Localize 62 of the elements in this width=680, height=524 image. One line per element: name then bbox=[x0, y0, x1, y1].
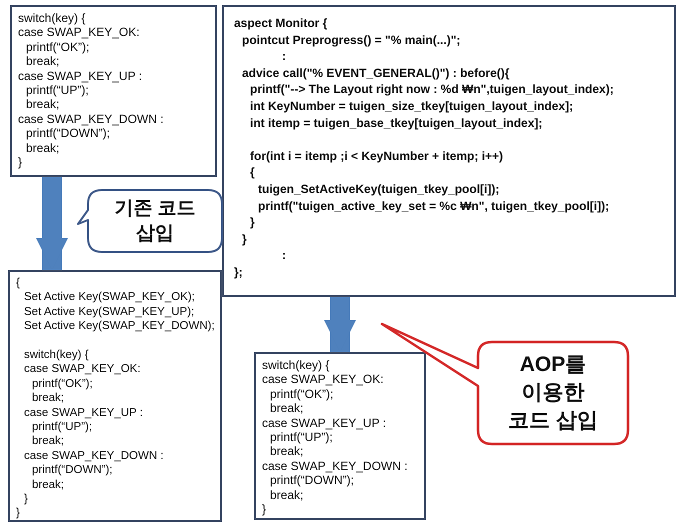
code-line: break; bbox=[270, 444, 304, 459]
code-line: } bbox=[24, 492, 28, 506]
code-line: int itemp = tuigen_base_tkey[tuigen_layout_index]; bbox=[250, 114, 542, 132]
bubble-text: 기존 코드 삽입 bbox=[113, 196, 197, 246]
code-line: switch(key) { bbox=[18, 11, 86, 26]
code-line: Set Active Key(SWAP_KEY_DOWN); bbox=[24, 319, 215, 334]
code-line: case SWAP_KEY_DOWN : bbox=[24, 448, 164, 464]
code-box bbox=[8, 270, 222, 522]
code-line: case SWAP_KEY_OK: bbox=[262, 372, 384, 387]
code-line: break; bbox=[32, 434, 64, 449]
code-line: printf(“UP”); bbox=[26, 83, 89, 98]
code-line: case SWAP_KEY_UP : bbox=[262, 416, 386, 430]
code-line: advice call("% EVENT_GENERAL()") : before(){ bbox=[242, 64, 510, 82]
speech-bubble bbox=[74, 188, 224, 254]
code-line: } bbox=[262, 502, 266, 516]
code-line: printf(“UP”); bbox=[270, 430, 333, 444]
code-line: printf(“DOWN”); bbox=[26, 126, 110, 141]
block-arrow bbox=[324, 297, 356, 352]
code-line: printf(“DOWN”); bbox=[270, 473, 354, 488]
code-box bbox=[254, 352, 426, 520]
code-line: Set Active Key(SWAP_KEY_OK); bbox=[24, 290, 195, 305]
code-box bbox=[222, 5, 676, 297]
code-line: printf("tuigen_active_key_set = %c ₩n", tuigen_tkey_pool[i]); bbox=[258, 198, 610, 214]
code-line: int KeyNumber = tuigen_size_tkey[tuigen_layout_index]; bbox=[250, 98, 574, 115]
block-arrow bbox=[36, 177, 68, 270]
code-line: break; bbox=[32, 478, 64, 492]
code-line: break; bbox=[26, 97, 60, 112]
code-line: : bbox=[282, 247, 286, 264]
code-line: switch(key) { bbox=[262, 358, 330, 372]
code-line: break; bbox=[270, 488, 304, 502]
code-line: : bbox=[282, 48, 286, 65]
code-line: { bbox=[16, 276, 20, 290]
code-line: }; bbox=[234, 264, 243, 280]
code-line: switch(key) { bbox=[24, 348, 89, 362]
code-line: printf(“UP”); bbox=[32, 420, 92, 434]
code-box bbox=[10, 5, 217, 177]
code-line: tuigen_SetActiveKey(tuigen_tkey_pool[i]); bbox=[258, 180, 500, 198]
code-line: case SWAP_KEY_UP : bbox=[24, 406, 143, 420]
code-line: break; bbox=[270, 401, 304, 416]
code-line: printf(“OK”); bbox=[32, 376, 93, 392]
code-line: pointcut Preprogress() = "% main(...)"; bbox=[242, 32, 460, 48]
code-line: for(int i = itemp ;i < KeyNumber + itemp; i++) bbox=[250, 148, 504, 164]
code-line: break; bbox=[26, 54, 60, 69]
code-line: case SWAP_KEY_DOWN : bbox=[262, 458, 408, 474]
bubble-text: AOP를 이용한 코드 삽입 bbox=[507, 352, 599, 434]
code-line: case SWAP_KEY_OK: bbox=[18, 25, 140, 40]
code-line: } bbox=[18, 155, 22, 170]
code-line: printf("--> The Layout right now : %d ₩n",tuigen_layout_index); bbox=[250, 81, 614, 98]
code-line: case SWAP_KEY_DOWN : bbox=[18, 112, 164, 126]
code-line: printf(“OK”); bbox=[270, 386, 334, 402]
code-line: break; bbox=[32, 391, 64, 406]
code-line: aspect Monitor { bbox=[234, 15, 328, 32]
code-line: break; bbox=[26, 140, 60, 156]
code-line: case SWAP_KEY_OK: bbox=[24, 362, 141, 377]
code-line: } bbox=[16, 506, 20, 521]
code-line: Set Active Key(SWAP_KEY_UP); bbox=[24, 304, 194, 320]
code-line: printf(“DOWN”); bbox=[32, 463, 112, 478]
code-line: } bbox=[250, 214, 255, 231]
code-line: { bbox=[250, 164, 255, 181]
code-line: case SWAP_KEY_UP : bbox=[18, 68, 142, 84]
code-line: } bbox=[242, 230, 247, 248]
code-line: printf(“OK”); bbox=[26, 40, 90, 54]
